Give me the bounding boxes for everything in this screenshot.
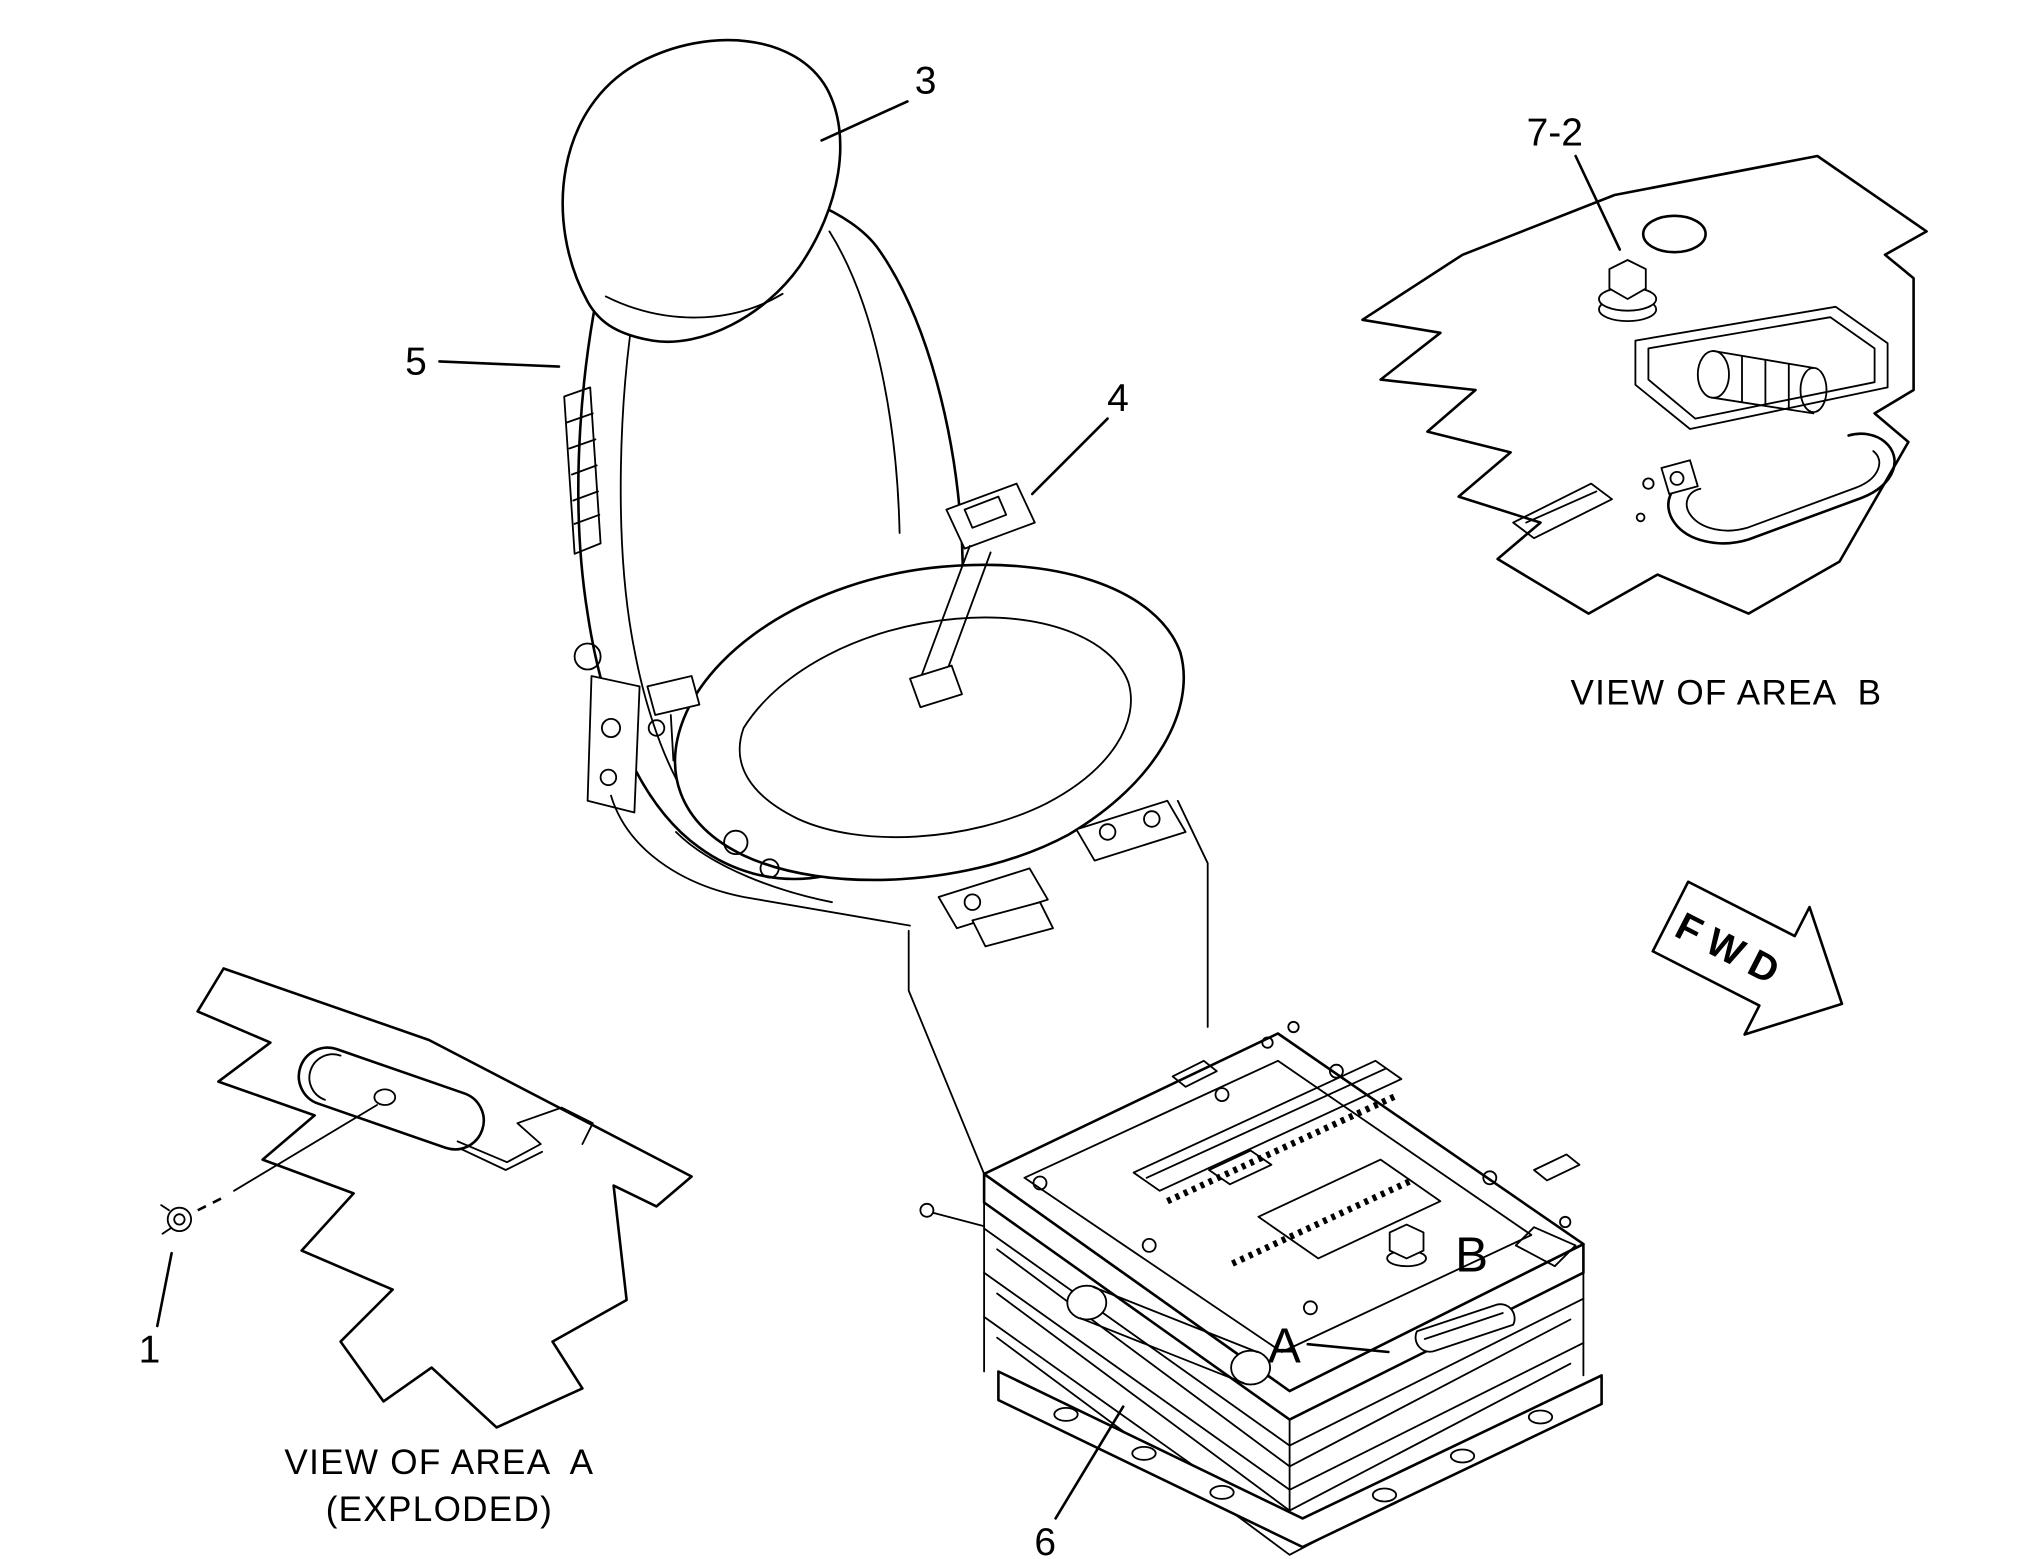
seat-assembly	[561, 38, 1187, 948]
leader-6	[1054, 1405, 1125, 1520]
callout-6: 6	[1034, 1521, 1056, 1559]
projection-line-right	[1176, 799, 1209, 1028]
base-top-deck	[919, 1020, 1585, 1421]
detail-a-plate	[196, 967, 693, 1429]
leader-5	[438, 360, 561, 368]
seatbelt-buckle	[909, 482, 1036, 709]
leader-1	[155, 1251, 173, 1328]
callout-3: 3	[915, 60, 937, 103]
suspension-base	[919, 1020, 1603, 1556]
detail-a-explode-axis	[194, 1197, 222, 1213]
area-label-a: A	[1268, 1318, 1301, 1373]
detail-view-a	[160, 967, 693, 1429]
caption-view-a-line2: (EXPLODED)	[326, 1490, 553, 1529]
area-label-b: B	[1455, 1227, 1488, 1282]
area-b-bolt	[1386, 1223, 1428, 1268]
leader-4	[1030, 417, 1109, 496]
base-bottom-plate	[997, 1370, 1603, 1549]
adjust-handle	[1414, 1303, 1516, 1353]
projection-line-left	[907, 929, 986, 1175]
callout-7-2: 7-2	[1527, 112, 1583, 155]
roller-bar	[1066, 1284, 1272, 1386]
headrest-shape	[561, 38, 842, 343]
detail-b-pocket	[1634, 305, 1889, 430]
backrest-grip-pad	[563, 386, 602, 555]
detail-a-cylinder	[297, 1046, 594, 1171]
callout-1: 1	[139, 1328, 161, 1371]
caption-view-b: VIEW OF AREA B	[1570, 674, 1882, 713]
leader-a	[1306, 1342, 1390, 1354]
callout-4: 4	[1107, 377, 1129, 420]
detail-b-plate	[1361, 154, 1928, 615]
fwd-arrow: FWD	[1651, 880, 1844, 1036]
bolt-1	[160, 1204, 193, 1235]
leader-7-2	[1574, 154, 1622, 251]
detail-b-handle	[1642, 432, 1896, 545]
callout-5: 5	[405, 340, 427, 383]
seatbelt-receiver	[646, 675, 701, 762]
bolt-7-2	[1598, 259, 1658, 323]
seat-cushion-shape	[673, 563, 1186, 882]
caption-view-a-line1: VIEW OF AREA A	[284, 1443, 594, 1482]
seat-under-frame	[573, 642, 1187, 948]
leader-3	[820, 100, 909, 142]
detail-a-leader	[233, 1104, 378, 1192]
detail-view-b	[1361, 154, 1928, 615]
